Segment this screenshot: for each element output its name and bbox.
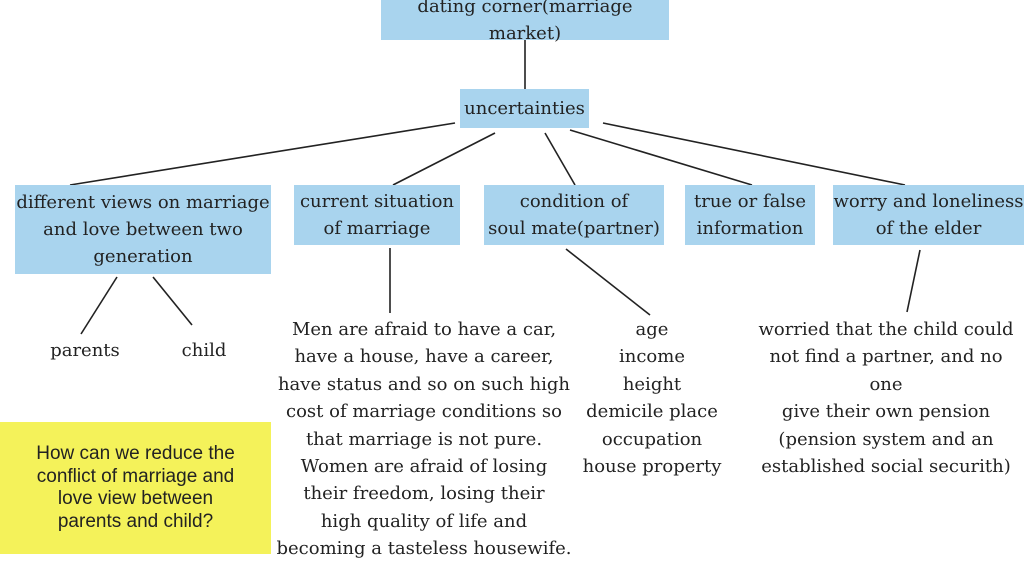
elder-detail-text: worried that the child could not find a … [754, 316, 1018, 480]
question-note: How can we reduce the conflict of marria… [0, 422, 271, 554]
category-label-line: different views on marriage [16, 192, 270, 213]
question-line: love view between [57, 488, 214, 509]
category-label-line: current situation [299, 191, 455, 212]
detail-line: becoming a tasteless housewife. [276, 538, 572, 560]
leaf-parents: parents [50, 340, 120, 361]
category-node-elder-worry: worry and loneliness of the elder [833, 185, 1024, 245]
detail-line: Women are afraid of losing [300, 456, 548, 478]
category-label-line: condition of [519, 191, 629, 212]
connector-hub-elder [602, 122, 906, 186]
question-line: conflict of marriage and [36, 465, 235, 487]
connector-hub-situation [392, 132, 496, 186]
category-node-generation-views: different views on marriage and love bet… [15, 185, 271, 274]
connector-partner-conditions [565, 248, 651, 316]
detail-line: not find a partner, and no one [769, 346, 1003, 395]
connector-elder-detail [906, 249, 921, 313]
detail-line: that marriage is not pure. [305, 428, 543, 450]
detail-line: cost of marriage conditions so [286, 401, 562, 423]
question-line: How can we reduce the [36, 443, 235, 464]
detail-line: give their own pension [781, 401, 991, 423]
hub-label: uncertainties [464, 98, 585, 119]
category-node-true-false-information: true or false information [685, 185, 815, 245]
detail-line: Men are afraid to have a car, [291, 319, 557, 340]
situation-detail-text: Men are afraid to have a car, have a hou… [276, 316, 572, 563]
category-label-line: soul mate(partner) [488, 218, 660, 239]
category-label-line: true or false [693, 191, 806, 212]
category-label-line: of the elder [875, 218, 982, 239]
partner-conditions-list: age income height demicile place occupat… [570, 316, 734, 480]
category-label-line: and love between two [43, 219, 243, 240]
condition-item: height [622, 373, 682, 395]
condition-item: house property [582, 456, 722, 478]
category-node-current-situation: current situation of marriage [294, 185, 460, 245]
category-label-line: information [696, 218, 804, 239]
detail-line: worried that the child could [758, 319, 1014, 340]
detail-line: their freedom, losing their [303, 483, 545, 505]
root-node: dating corner(marriage market) [381, 0, 669, 44]
connector-views-parents [80, 276, 118, 335]
category-label-line: generation [93, 246, 193, 267]
condition-item: demicile place [586, 401, 718, 423]
connector-views-child [152, 276, 193, 326]
condition-item: age [635, 319, 669, 340]
detail-line: have a house, have a career, [294, 346, 554, 368]
condition-item: occupation [601, 428, 703, 450]
question-line: parents and child? [57, 510, 214, 532]
category-node-soul-mate: condition of soul mate(partner) [484, 185, 664, 245]
condition-item: income [619, 346, 685, 368]
detail-line: established social securith) [761, 456, 1011, 478]
detail-line: have status and so on such high [277, 373, 571, 395]
hub-node: uncertainties [460, 89, 589, 128]
connector-hub-views [69, 122, 456, 186]
root-label: dating corner(marriage market) [417, 0, 633, 44]
category-label-line: worry and loneliness [833, 191, 1024, 212]
category-label-line: of marriage [323, 218, 431, 239]
connector-hub-partner [544, 132, 576, 186]
leaf-child: child [181, 340, 227, 361]
detail-line: high quality of life and [320, 510, 528, 532]
connector-hub-info [569, 129, 753, 186]
detail-line: (pension system and an [778, 428, 994, 450]
